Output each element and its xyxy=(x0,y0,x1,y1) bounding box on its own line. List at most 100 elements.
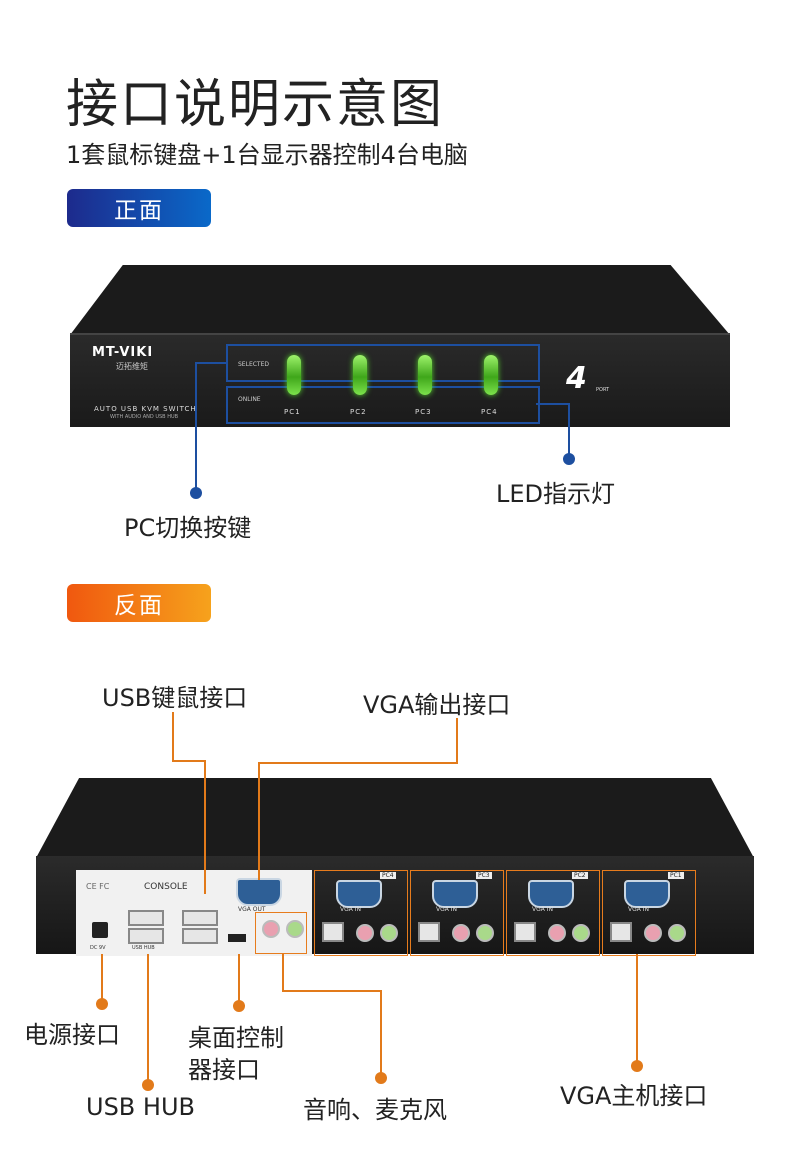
pc2-vga-in-text: VGA IN xyxy=(532,906,554,913)
audio-line-h xyxy=(282,990,382,992)
vga-host-dot xyxy=(631,1060,643,1072)
pc3-vga-in[interactable] xyxy=(432,880,478,908)
back-top-surface xyxy=(36,778,754,858)
pc1-usb-b[interactable] xyxy=(610,922,632,942)
desktop-ctrl-label-2: 器接口 xyxy=(188,1056,260,1084)
mic-jack[interactable] xyxy=(262,920,280,938)
vga-host-label: VGA主机接口 xyxy=(560,1082,708,1110)
led-callout-line-v xyxy=(568,403,570,457)
pc2-port-group xyxy=(506,870,600,956)
pc1-port-group xyxy=(602,870,696,956)
device-top-surface xyxy=(70,265,730,335)
pc1-spk-jack[interactable] xyxy=(668,924,686,942)
selected-row-box xyxy=(226,344,540,382)
pc1-vga-in-text: VGA IN xyxy=(628,906,650,913)
pc4-port-group xyxy=(314,870,408,956)
pc2-spk-jack[interactable] xyxy=(572,924,590,942)
usb-hub-port-1[interactable] xyxy=(128,910,164,926)
pc-switch-callout-line-v xyxy=(195,362,197,490)
back-section-badge: 反面 xyxy=(67,584,211,622)
usb-km-port-1[interactable] xyxy=(182,910,218,926)
pc3-button[interactable] xyxy=(418,355,432,395)
power-dot xyxy=(96,998,108,1010)
pc4-mic-jack[interactable] xyxy=(356,924,374,942)
pc3-label: PC3 xyxy=(415,408,432,416)
pc4-tag: PC4 xyxy=(380,872,396,879)
audio-line-v2 xyxy=(380,990,382,1076)
speaker-jack[interactable] xyxy=(286,920,304,938)
usb-hub-dot xyxy=(142,1079,154,1091)
desktop-ctrl-port[interactable] xyxy=(228,934,246,942)
usb-hub-port-2[interactable] xyxy=(128,928,164,944)
pc1-button[interactable] xyxy=(287,355,301,395)
pc-switch-label: PC切换按键 xyxy=(124,514,252,542)
power-label: 电源接口 xyxy=(24,1021,120,1049)
pc3-spk-jack[interactable] xyxy=(476,924,494,942)
usb-km-line-h xyxy=(172,760,206,762)
audio-box xyxy=(255,912,307,954)
pc3-vga-in-text: VGA IN xyxy=(436,906,458,913)
port-count: 4 xyxy=(566,361,587,396)
page-subtitle: 1套鼠标键盘+1台显示器控制4台电脑 xyxy=(66,141,468,169)
audio-line-v1 xyxy=(282,954,284,992)
back-device: CE FC CONSOLE VGA OUT DC 9V USB HUB PC4 … xyxy=(36,778,754,956)
pc4-vga-in-text: VGA IN xyxy=(340,906,362,913)
vga-out-port[interactable] xyxy=(236,878,282,906)
model-desc: WITH AUDIO AND USB HUB xyxy=(110,414,179,420)
pc1-vga-in[interactable] xyxy=(624,880,670,908)
pc-switch-callout-dot xyxy=(190,487,202,499)
pc4-label: PC4 xyxy=(481,408,498,416)
power-line xyxy=(101,954,103,1004)
dc-label: DC 9V xyxy=(90,945,106,951)
front-section-badge: 正面 xyxy=(67,189,211,227)
online-label: ONLINE xyxy=(238,396,261,403)
usb-km-port-2[interactable] xyxy=(182,928,218,944)
pc4-vga-in[interactable] xyxy=(336,880,382,908)
brand-sub: 迈拓维矩 xyxy=(116,362,148,371)
pc2-button[interactable] xyxy=(353,355,367,395)
audio-label: 音响、麦克风 xyxy=(303,1096,447,1124)
usb-hub-line xyxy=(147,954,149,1084)
front-device: MT-VIKI 迈拓维矩 AUTO USB KVM SWITCH WITH AU… xyxy=(70,265,730,430)
vga-out-label: VGA输出接口 xyxy=(363,691,511,719)
audio-dot xyxy=(375,1072,387,1084)
brand-logo: MT-VIKI xyxy=(92,345,154,360)
led-callout-dot xyxy=(563,453,575,465)
desktop-ctrl-line xyxy=(238,954,240,1006)
usb-km-label: USB键鼠接口 xyxy=(102,684,248,712)
pc1-mic-jack[interactable] xyxy=(644,924,662,942)
port-word: PORT xyxy=(596,387,610,393)
led-label: LED指示灯 xyxy=(496,480,616,508)
pc2-usb-b[interactable] xyxy=(514,922,536,942)
usb-hub-text: USB HUB xyxy=(132,945,155,951)
console-label: CONSOLE xyxy=(144,882,188,892)
ce-fc-mark: CE FC xyxy=(86,882,110,891)
pc3-tag: PC3 xyxy=(476,872,492,879)
online-row-box xyxy=(226,386,540,424)
usb-hub-label: USB HUB xyxy=(86,1093,195,1121)
vga-host-line xyxy=(636,954,638,1064)
pc3-mic-jack[interactable] xyxy=(452,924,470,942)
pc4-spk-jack[interactable] xyxy=(380,924,398,942)
pc4-usb-b[interactable] xyxy=(322,922,344,942)
pc4-button[interactable] xyxy=(484,355,498,395)
model-name: AUTO USB KVM SWITCH xyxy=(94,405,197,413)
vga-out-text: VGA OUT xyxy=(238,906,266,913)
led-callout-line-h xyxy=(536,403,570,405)
pc2-mic-jack[interactable] xyxy=(548,924,566,942)
page-title: 接口说明示意图 xyxy=(66,75,445,135)
vga-out-line-v2 xyxy=(258,762,260,880)
pc2-label: PC2 xyxy=(350,408,367,416)
vga-out-line-h xyxy=(258,762,458,764)
vga-out-line-v1 xyxy=(456,718,458,764)
pc-switch-callout-line-h xyxy=(195,362,227,364)
usb-km-line-v1 xyxy=(172,712,174,762)
pc3-usb-b[interactable] xyxy=(418,922,440,942)
desktop-ctrl-label-1: 桌面控制 xyxy=(188,1024,284,1052)
desktop-ctrl-dot xyxy=(233,1000,245,1012)
dc-jack[interactable] xyxy=(92,922,108,938)
pc3-port-group xyxy=(410,870,504,956)
pc1-tag: PC1 xyxy=(668,872,684,879)
pc2-vga-in[interactable] xyxy=(528,880,574,908)
pc2-tag: PC2 xyxy=(572,872,588,879)
